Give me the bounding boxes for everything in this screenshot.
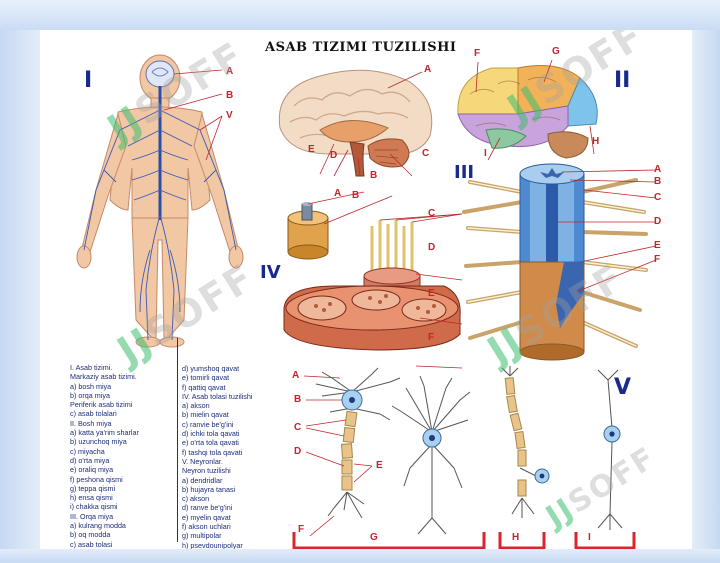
body-illustration [76,54,244,348]
neuron-label-f: F [298,524,305,535]
legend-item: f) qattiq qavat [182,382,226,392]
lobes-label-g: G [552,46,560,57]
legend-item: e) oraliq miya [70,465,114,475]
lobes-label-h: H [592,136,600,147]
legend-item: b) hujayra tanasi [182,484,236,494]
brain-label-a: A [424,64,432,75]
legend-item: III. Orqa miya [70,511,114,521]
body-label-a: A [226,66,234,77]
legend-item: d) ichki tola qavati [182,429,240,439]
legend-item: e) o'rta tola qavati [182,438,239,448]
legend-divider [177,338,178,542]
brain-label-e: E [308,144,315,155]
legend-item: c) miyacha [70,446,105,456]
legend-item: c) ranvie be'g'ini [182,419,234,429]
neuron-label-b: B [294,394,302,405]
brain-section-illustration [278,69,433,177]
legend-item: Periferik asab tizimi [70,400,133,410]
frame-left [0,30,40,563]
legend-item: f) akson uchlari [182,522,231,532]
legend-item: f) peshona qismi [70,474,123,484]
section-label-iii: III [454,162,475,183]
legend-item: a) dendridlar [182,475,223,485]
body-label-v: V [226,110,233,121]
legend-item: II. Bosh miya [70,418,112,428]
legend-item: a) katta ya'rim sharlar [70,428,139,438]
nerve-label-f: F [428,332,435,343]
legend-item: g) multipolar [182,531,222,541]
legend-item: d) ranve be'g'ini [182,503,233,513]
spinal-label-f: F [654,254,661,265]
legend-item: h) psevdounipolyar [182,540,243,549]
legend-item: c) asab tolalari [70,409,117,419]
brain-label-b: B [370,170,378,181]
spinal-label-e: E [654,240,661,251]
legend-item: V. Neyronlar. [182,456,223,466]
legend-item: b) uzunchoq miya [70,437,127,447]
nerve-label-a: A [334,188,342,199]
legend-left: I. Asab tizimi.Markaziy asab tizimi.a) b… [70,363,139,549]
body-label-b: B [226,90,234,101]
section-label-iv: IV [260,262,281,283]
frame-top [0,0,720,30]
neuron-label-a: A [292,370,300,381]
lobes-label-f: F [474,48,481,59]
frame-bottom [0,549,720,563]
legend-item: I. Asab tizimi. [70,363,113,372]
spinal-label-d: D [654,216,662,227]
legend-item: Neyron tuzilishi [182,466,231,476]
legend-item: b) mielin qavat [182,410,229,420]
nerve-label-d: D [428,242,436,253]
poster: ASAB TIZIMI TUZILISHI I II III IV V [40,30,692,549]
lobes-label-i: I [484,148,487,159]
legend-item: IV. Asab tolasi tuzilishi [182,391,253,401]
legend-item: e) myelin qavat [182,512,231,522]
neuron-label-c: C [294,422,302,433]
brain-lobes-illustration [457,59,598,161]
neuron-label-e: E [376,460,383,471]
legend-item: c) akson [182,494,210,504]
legend-item: g) teppa qismi [70,483,116,493]
poster-title: ASAB TIZIMI TUZILISHI [265,40,457,55]
legend-item: i) chakka qismi [70,502,118,512]
spinal-label-c: C [654,192,662,203]
legend-item: a) akson [182,401,210,411]
legend-item: c) asab tolasi [70,539,113,549]
nerve-label-e: E [428,288,435,299]
legend-item: f) tashqi tola qavati [182,447,243,457]
section-label-i: I [84,68,93,93]
legend-item: d) yumshoq qavat [182,364,240,373]
group-label-h: H [512,532,520,543]
legend-item: e) tomirli qavat [182,373,230,383]
spinal-label-b: B [654,176,662,187]
legend-item: b) orqa miya [70,390,110,400]
nerve-label-c: C [428,208,436,219]
brain-label-c: C [422,148,430,159]
group-label-g: G [370,532,378,543]
brain-label-d: D [330,150,338,161]
section-label-ii: II [614,68,631,93]
section-label-v: V [614,375,632,400]
neurons-illustration [292,366,636,549]
spinal-cord-illustration [462,163,657,361]
nerve-structure-illustration [283,191,463,369]
frame-right [692,30,720,563]
legend-item: a) kulrang modda [70,521,126,531]
legend-item: Markaziy asab tizimi. [70,372,137,382]
nerve-label-b: B [352,190,360,201]
group-label-i: I [588,532,591,543]
legend-item: a) bosh miya [70,381,112,391]
spinal-label-a: A [654,164,662,175]
legend-item: h) ensa qismi [70,493,113,503]
legend-item: b) oq modda [70,530,111,540]
legend-item: d) o'rta miya [70,455,110,465]
neuron-label-d: D [294,446,302,457]
